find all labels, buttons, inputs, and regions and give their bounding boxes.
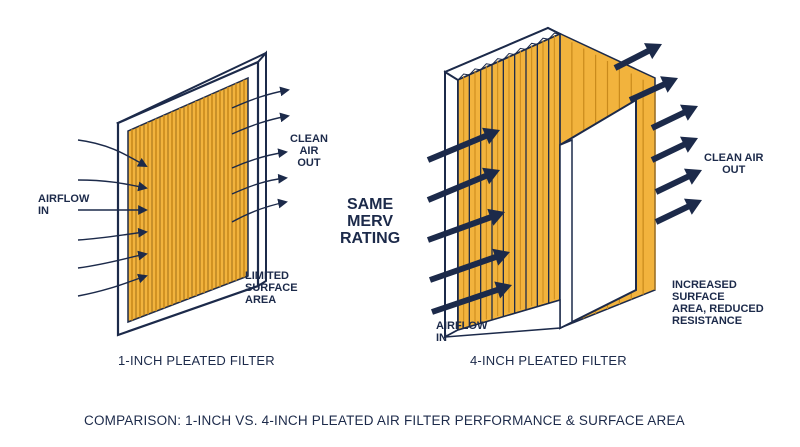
one-inch-pleats [131,79,245,321]
airflow-in-arrows-right [426,127,512,315]
clean-air-out-label-right: CLEAN AIR OUT [704,152,764,176]
clean-air-out-arrows-left [231,86,290,223]
airflow-in-label-left: AIRFLOW IN [38,193,90,217]
four-inch-caption: 4-INCH PLEATED FILTER [470,353,627,368]
clean-air-out-arrows-right [613,43,702,225]
airflow-in-arrows-left [77,139,148,297]
one-inch-filter [115,50,267,337]
one-inch-caption: 1-INCH PLEATED FILTER [118,353,275,368]
same-merv-label: SAME MERV RATING [340,196,401,247]
increased-surface-label: INCREASED SURFACE AREA, REDUCED RESISTAN… [672,279,764,327]
airflow-in-label-right: AIRFLOW IN [436,320,488,344]
comparison-title: COMPARISON: 1-INCH VS. 4-INCH PLEATED AI… [84,413,685,428]
clean-air-out-label-left: CLEAN AIR OUT [290,133,328,169]
limited-surface-label: LIMITED SURFACE AREA [245,270,298,306]
